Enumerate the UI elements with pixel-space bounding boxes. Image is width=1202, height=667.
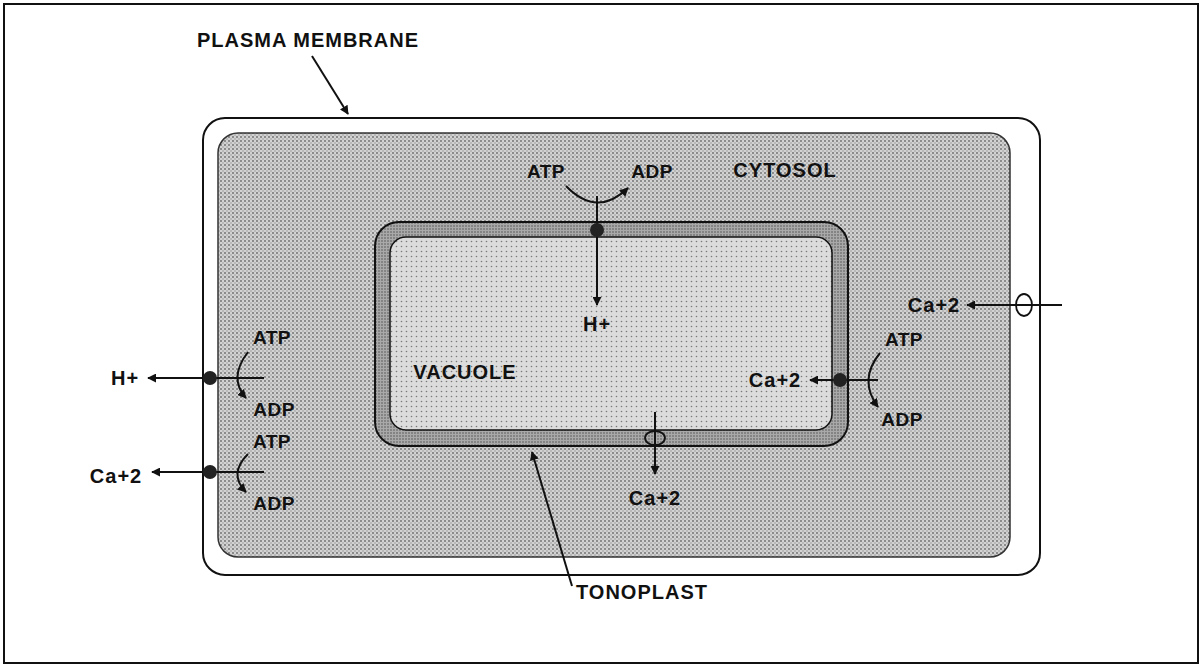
structure-label: PLASMA MEMBRANE [197,29,419,51]
molecule-label: ADP [881,410,923,431]
molecule-label: ATP [253,328,291,349]
molecule-label: ATP [885,330,923,351]
leader-line [532,452,572,586]
atp-hydrolysis-arrow [566,186,628,203]
leader-line [312,56,348,114]
transport-arrow [596,196,598,305]
region-label: VACUOLE [413,361,516,383]
plasma-membrane [203,118,1040,575]
atpase-pump [203,465,217,479]
atp-hydrolysis-arrow [237,352,248,398]
ion-label: Ca+2 [749,369,801,391]
atpase-pump [590,223,604,237]
calcium-channel [645,431,665,445]
region-label: CYTOSOL [733,159,836,181]
ion-label: Ca+2 [629,487,681,509]
ion-label: H+ [111,367,139,389]
molecule-label: ADP [253,494,295,515]
molecule-label: ATP [527,162,565,183]
transport-arrow [967,304,1062,306]
vacuole-lumen [390,237,832,430]
transport-arrow [654,412,656,474]
ion-label: Ca+2 [908,294,960,316]
atp-hydrolysis-arrow [237,454,248,492]
figure-frame [4,4,1198,663]
calcium-channel [1016,294,1032,316]
molecule-label: ADP [631,162,673,183]
atp-hydrolysis-arrow [868,353,880,407]
molecule-label: ATP [253,432,291,453]
ion-label: Ca+2 [90,465,142,487]
atpase-pump [203,371,217,385]
atpase-pump [833,373,847,387]
tonoplast-band [375,222,848,446]
structure-label: TONOPLAST [576,581,708,603]
cytosol-region [218,133,1010,557]
molecule-label: ADP [253,400,295,421]
ion-label: H+ [583,313,611,335]
